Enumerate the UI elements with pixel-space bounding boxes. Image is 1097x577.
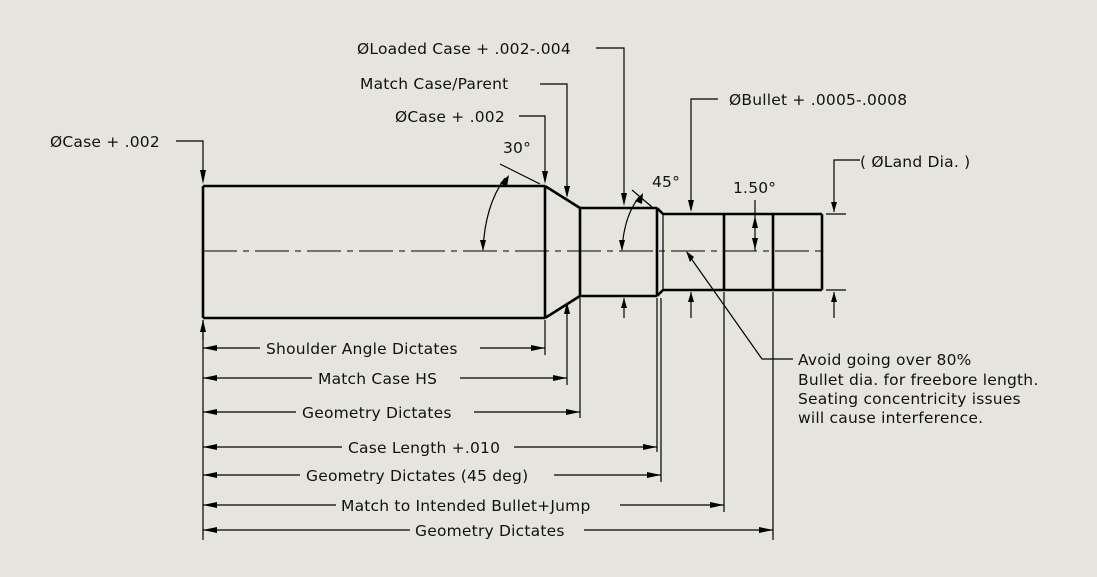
callout-land-dia: ( ØLand Dia. ) [860, 153, 970, 171]
dim-shoulder-angle: Shoulder Angle Dictates [266, 340, 458, 358]
chamber-profile [201, 184, 824, 320]
note-leader [687, 253, 793, 360]
dim-case-length: Case Length +.010 [348, 439, 500, 457]
note-line-2: Bullet dia. for freebore length. [798, 371, 1038, 389]
leader-bullet-dia [690, 98, 718, 210]
callout-match-case-parent: Match Case/Parent [360, 75, 508, 93]
note-line-4: will cause interference. [798, 409, 983, 427]
extension-lines [202, 292, 774, 540]
callout-case-dia-shoulder: ØCase + .002 [395, 108, 505, 126]
shoulder-top [544, 184, 581, 210]
dim-geometry-1: Geometry Dictates [302, 404, 452, 422]
shoulder-bottom [544, 294, 581, 320]
dim-match-case-hs: Match Case HS [318, 370, 437, 388]
arc-30 [482, 177, 506, 251]
callout-loaded-case: ØLoaded Case + .002-.004 [357, 40, 571, 58]
callout-case-dia-left: ØCase + .002 [50, 133, 160, 151]
leader-match-case [540, 83, 568, 195]
angle-taper-label: 1.50° [733, 179, 776, 197]
labels: ØCase + .002 ØLoaded Case + .002-.004 Ma… [50, 40, 1038, 540]
arc-45 [621, 195, 641, 251]
angle-neck-label: 45° [652, 173, 680, 191]
leader-land-dia [833, 159, 860, 212]
leader-loaded-case [596, 47, 625, 202]
callout-bullet-dia: ØBullet + .0005-.0008 [729, 91, 907, 109]
dimension-lines [203, 345, 773, 533]
leader-case-dia-left [176, 140, 204, 180]
dim-geometry-45: Geometry Dictates (45 deg) [306, 467, 528, 485]
note-line-3: Seating concentricity issues [798, 390, 1021, 408]
dim-geometry-total: Geometry Dictates [415, 522, 565, 540]
angle-annotations [480, 163, 758, 251]
leader-case-dia-shoulder [519, 115, 546, 180]
angle-shoulder-label: 30° [503, 139, 531, 157]
dim-bullet-jump: Match to Intended Bullet+Jump [341, 497, 591, 515]
note-line-1: Avoid going over 80% [798, 351, 972, 369]
